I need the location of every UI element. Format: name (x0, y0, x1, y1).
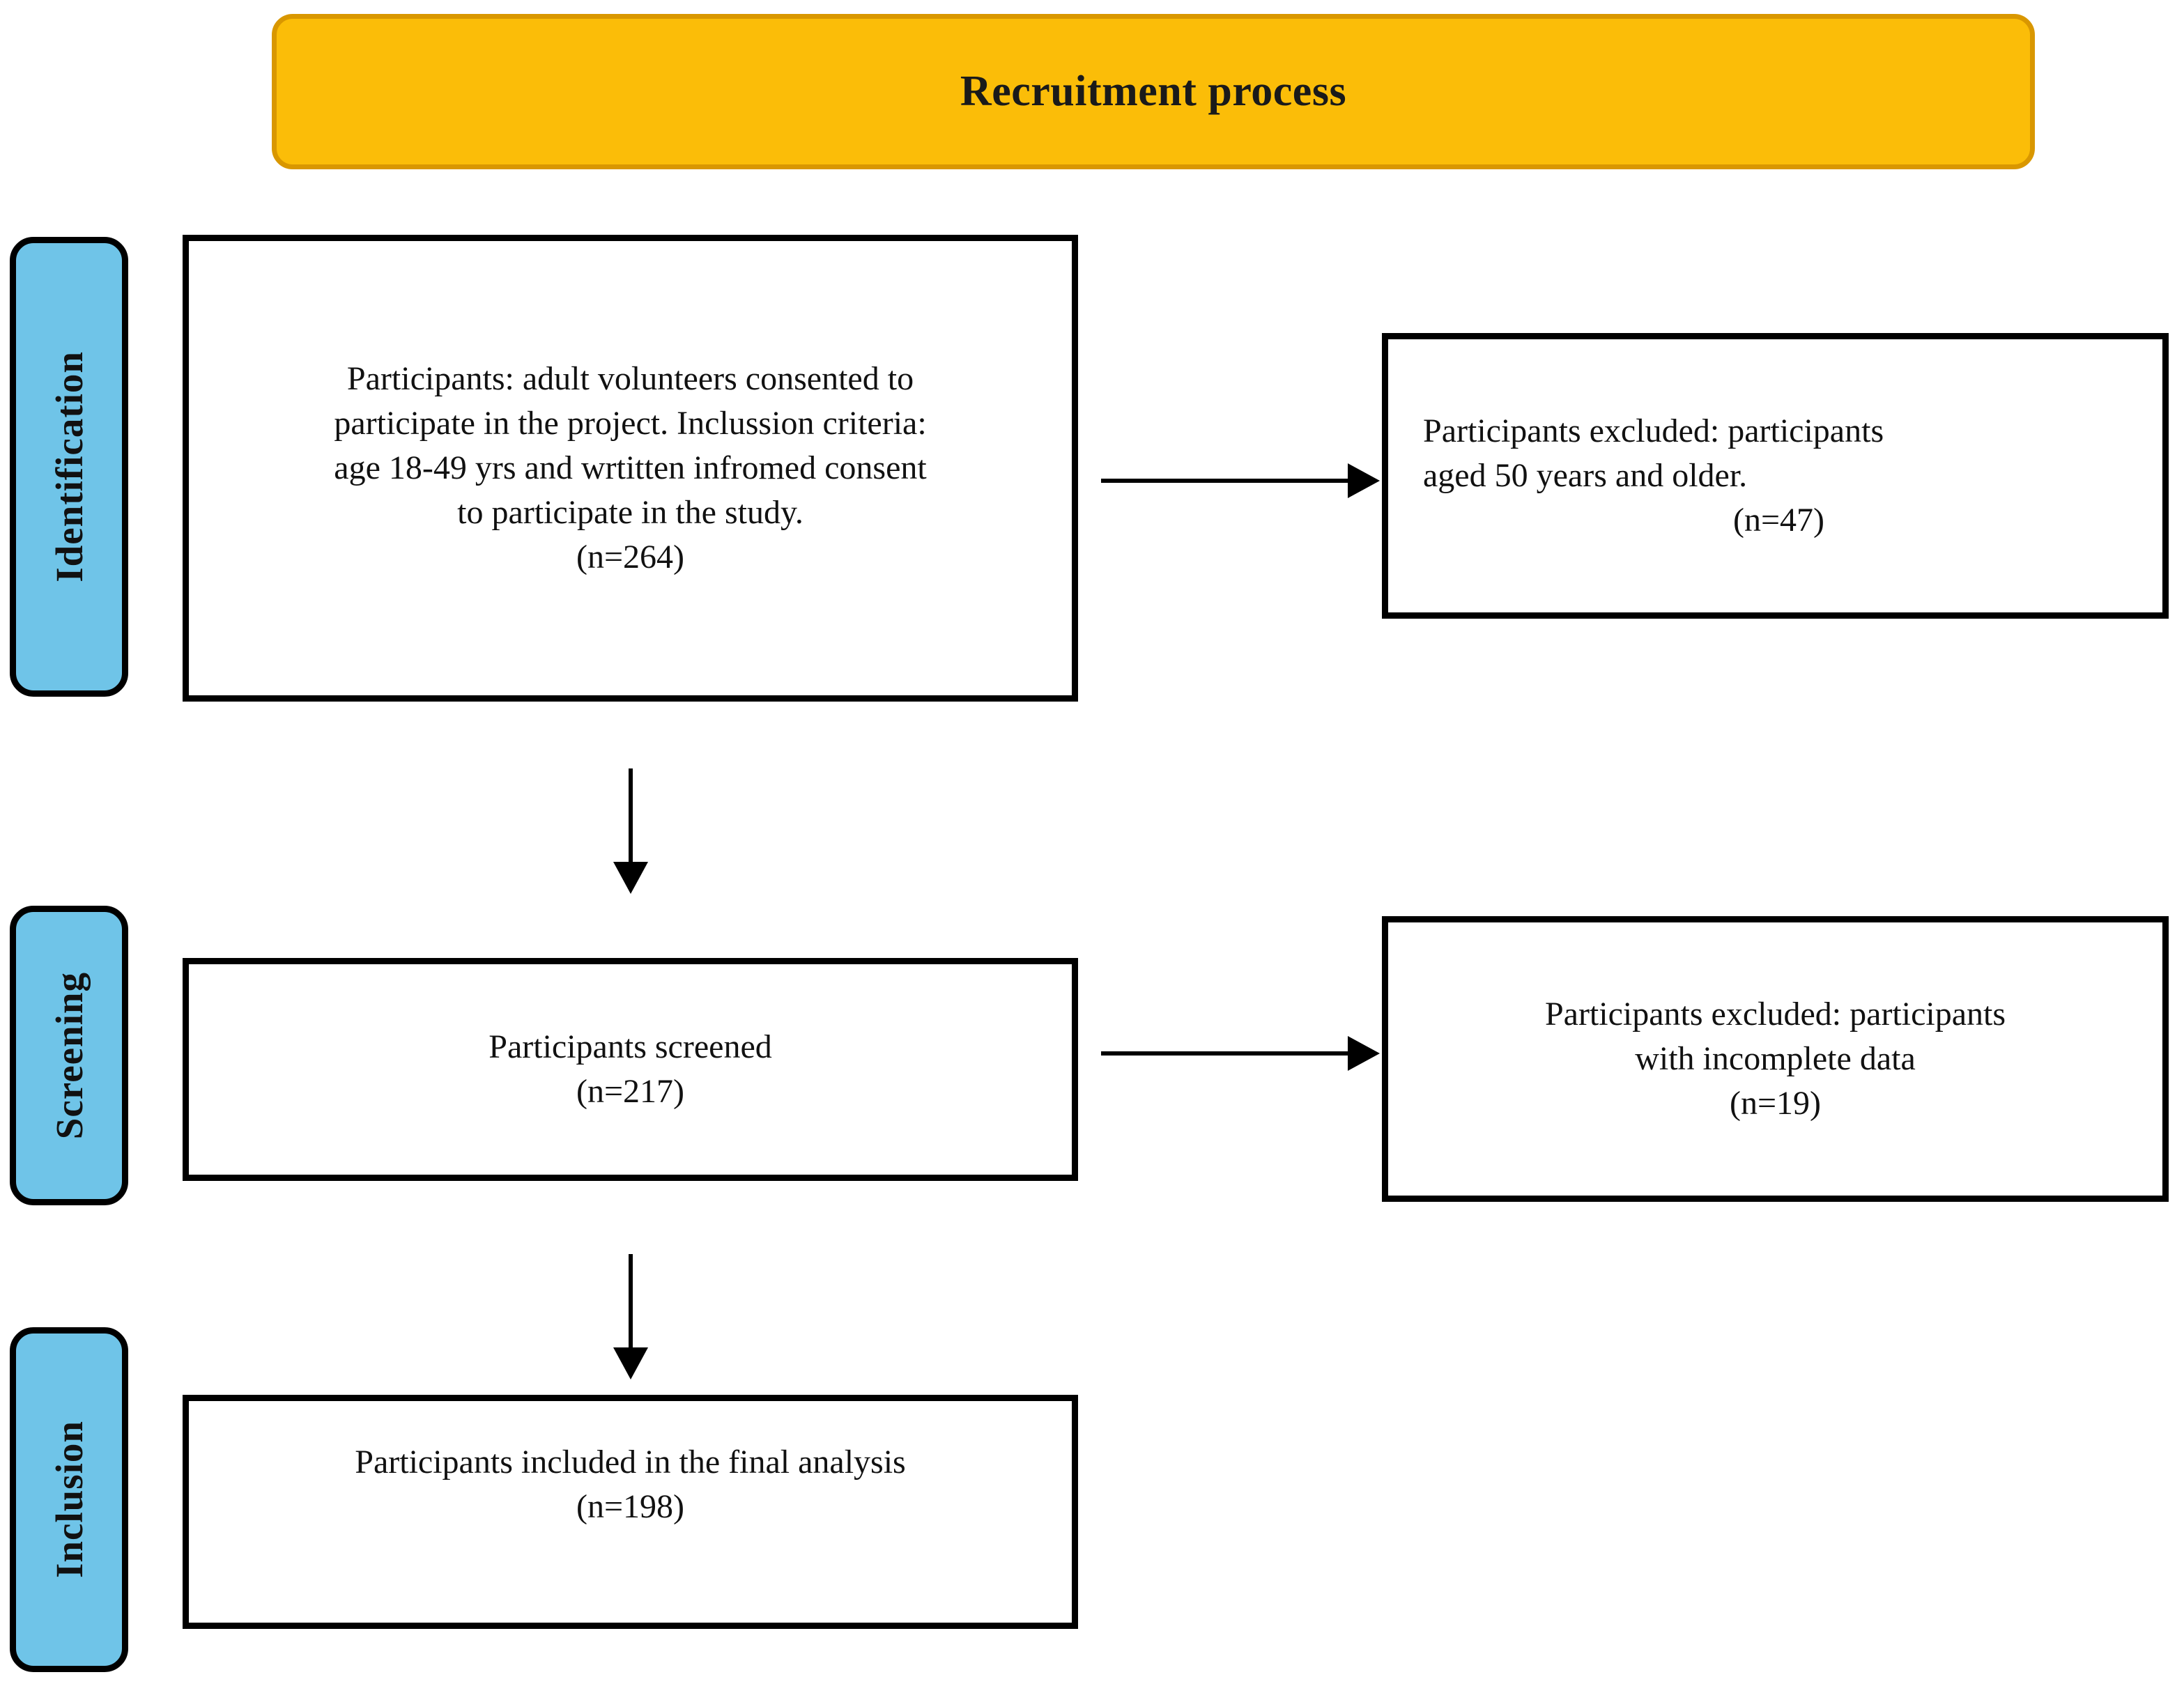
box-identification-main-line2: participate in the project. Inclussion c… (334, 405, 927, 442)
box-screening-main-line1: Participants screened (489, 1028, 772, 1066)
stage-tab-screening: Screening (10, 906, 128, 1205)
arrow-shaft (629, 768, 633, 862)
box-screening-main: Participants screened (n=217) (183, 958, 1078, 1181)
box-identification-main-line1: Participants: adult volunteers consented… (346, 360, 914, 398)
box-screening-excluded-text: Participants excluded: participants with… (1388, 992, 2162, 1125)
box-identification-main-line3: age 18-49 yrs and wrtitten infromed cons… (334, 449, 927, 487)
box-inclusion-main-text: Participants included in the final analy… (189, 1440, 1072, 1529)
arrow-shaft (629, 1254, 633, 1347)
box-screening-main-text: Participants screened (n=217) (189, 1025, 1072, 1114)
box-identification-excluded-text: Participants excluded: participants aged… (1388, 409, 2162, 542)
box-identification-excluded-line1: Participants excluded: participants (1423, 412, 1884, 450)
stage-tab-screening-label: Screening (47, 971, 91, 1140)
box-screening-excluded-count: (n=19) (1729, 1084, 1822, 1122)
box-identification-main-text: Participants: adult volunteers consented… (189, 357, 1072, 579)
arrow-shaft (1101, 1051, 1348, 1056)
stage-tab-inclusion: Inclusion (10, 1327, 128, 1672)
stage-tab-inclusion-label: Inclusion (47, 1421, 91, 1579)
box-inclusion-main-count: (n=198) (576, 1487, 685, 1525)
arrow-head-right-icon (1348, 463, 1380, 498)
stage-tab-identification-label: Identification (47, 351, 91, 582)
stage-tab-identification: Identification (10, 237, 128, 697)
box-identification-excluded: Participants excluded: participants aged… (1382, 333, 2169, 619)
arrow-head-right-icon (1348, 1036, 1380, 1071)
arrow-head-down-icon (613, 862, 648, 894)
box-inclusion-main-line1: Participants included in the final analy… (355, 1444, 906, 1481)
box-identification-excluded-count: (n=47) (1732, 501, 1825, 539)
box-inclusion-main: Participants included in the final analy… (183, 1395, 1078, 1629)
box-screening-main-count: (n=217) (576, 1073, 685, 1110)
page-title: Recruitment process (960, 68, 1347, 115)
arrow-shaft (1101, 479, 1348, 483)
arrow-head-down-icon (613, 1347, 648, 1379)
header-banner: Recruitment process (272, 14, 2035, 169)
box-screening-excluded: Participants excluded: participants with… (1382, 916, 2169, 1202)
box-screening-excluded-line2: with incomplete data (1635, 1040, 1916, 1078)
box-screening-excluded-line1: Participants excluded: participants (1544, 996, 2006, 1033)
box-identification-excluded-line2: aged 50 years and older. (1423, 457, 1748, 495)
box-identification-main-line4: to participate in the study. (457, 493, 803, 531)
box-identification-main: Participants: adult volunteers consented… (183, 235, 1078, 702)
box-identification-main-count: (n=264) (576, 538, 685, 575)
